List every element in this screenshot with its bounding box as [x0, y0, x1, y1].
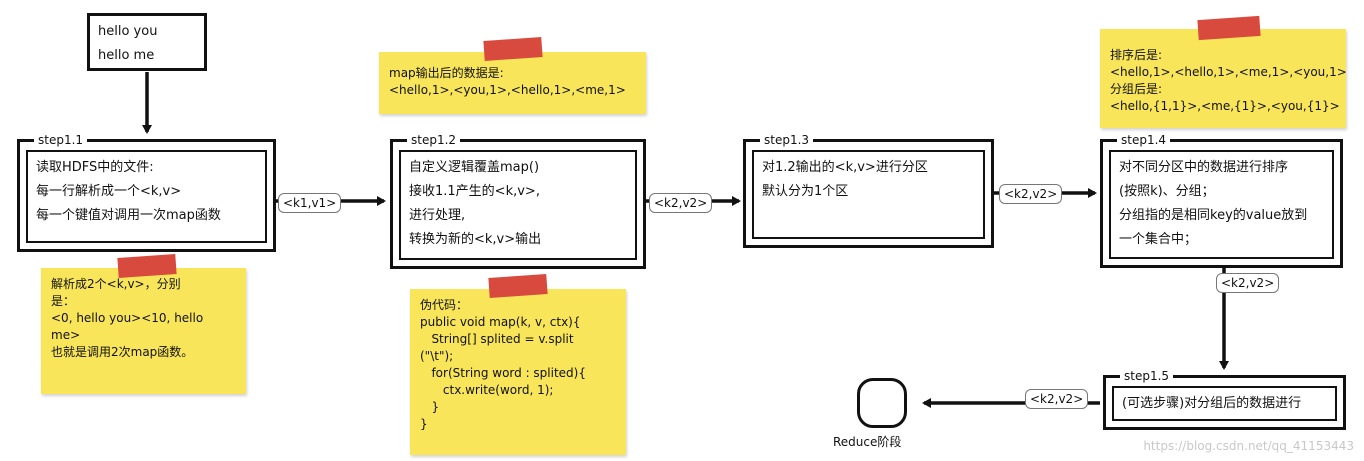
input-file-box: hello you hello me [87, 13, 207, 71]
tape-decoration [488, 274, 548, 298]
step-line: 接收1.1产生的<k,v>, [409, 184, 540, 199]
step-1-3-box: step1.3 对1.2输出的<k,v>进行分区 默认分为1个区 [743, 133, 994, 248]
input-line: hello me [98, 48, 155, 63]
input-line: hello you [98, 24, 158, 39]
step-line: 进行处理, [409, 208, 466, 223]
step-line: 一个集合中； [1119, 232, 1198, 247]
step-1-2-content: 自定义逻辑覆盖map() 接收1.1产生的<k,v>, 进行处理, 转换为新的<… [399, 150, 637, 260]
note-sorted-grouped: 排序后是: <hello,1>,<hello,1>,<me,1>,<you,1>… [1100, 29, 1347, 128]
step-line: (可选步骤)对分组后的数据进行 [1122, 396, 1302, 411]
step-line: 对不同分区中的数据进行排序 [1119, 160, 1289, 175]
reduce-node [857, 378, 907, 428]
step-line: (按照k)、分组； [1119, 184, 1215, 199]
reduce-label: Reduce阶段 [833, 435, 902, 449]
step-line: 分组指的是相同key的value放到 [1119, 208, 1308, 223]
step-line: 转换为新的<k,v>输出 [409, 232, 542, 247]
step-1-2-box: step1.2 自定义逻辑覆盖map() 接收1.1产生的<k,v>, 进行处理… [390, 133, 646, 269]
step-title: step1.3 [760, 133, 814, 147]
step-title: step1.1 [34, 133, 88, 147]
step-title: step1.2 [407, 133, 461, 147]
edge-label-k2v2: <k2,v2> [1025, 389, 1089, 409]
tape-decoration [117, 254, 177, 278]
step-1-1-content: 读取HDFS中的文件: 每一行解析成一个<k,v> 每一个键值对调用一次map函… [26, 150, 267, 243]
note-pseudocode: 伪代码： public void map(k, v, ctx){ String[… [410, 289, 626, 455]
step-1-1-box: step1.1 读取HDFS中的文件: 每一行解析成一个<k,v> 每一个键值对… [17, 133, 276, 252]
step-line: 读取HDFS中的文件: [36, 160, 154, 175]
step-1-5-content: (可选步骤)对分组后的数据进行 [1112, 386, 1337, 421]
step-line: 每一行解析成一个<k,v> [36, 184, 182, 199]
step-1-4-box: step1.4 对不同分区中的数据进行排序 (按照k)、分组； 分组指的是相同k… [1100, 133, 1343, 268]
edge-label-k1v1: <k1,v1> [278, 193, 342, 213]
step-line: 每一个键值对调用一次map函数 [36, 208, 221, 223]
step-line: 对1.2输出的<k,v>进行分区 [762, 160, 928, 175]
step-line: 默认分为1个区 [762, 184, 849, 199]
step-1-4-content: 对不同分区中的数据进行排序 (按照k)、分组； 分组指的是相同key的value… [1109, 150, 1334, 259]
step-line: 自定义逻辑覆盖map() [409, 160, 540, 175]
step-title: step1.5 [1120, 369, 1174, 383]
step-title: step1.4 [1117, 133, 1171, 147]
note-map-output: map输出后的数据是: <hello,1>,<you,1>,<hello,1>,… [379, 52, 646, 114]
step-1-5-box: step1.5 (可选步骤)对分组后的数据进行 [1103, 369, 1346, 430]
tape-decoration [483, 37, 543, 61]
watermark: https://blog.csdn.net/qq_41153443 [1143, 439, 1354, 453]
edge-label-k2v2: <k2,v2> [999, 184, 1063, 204]
note-step1-1-explanation: 解析成2个<k,v>，分别 是： <0, hello you><10, hell… [41, 268, 246, 394]
edge-label-k2v2: <k2,v2> [649, 193, 713, 213]
step-1-3-content: 对1.2输出的<k,v>进行分区 默认分为1个区 [752, 150, 985, 239]
edge-label-k2v2: <k2,v2> [1216, 273, 1280, 293]
